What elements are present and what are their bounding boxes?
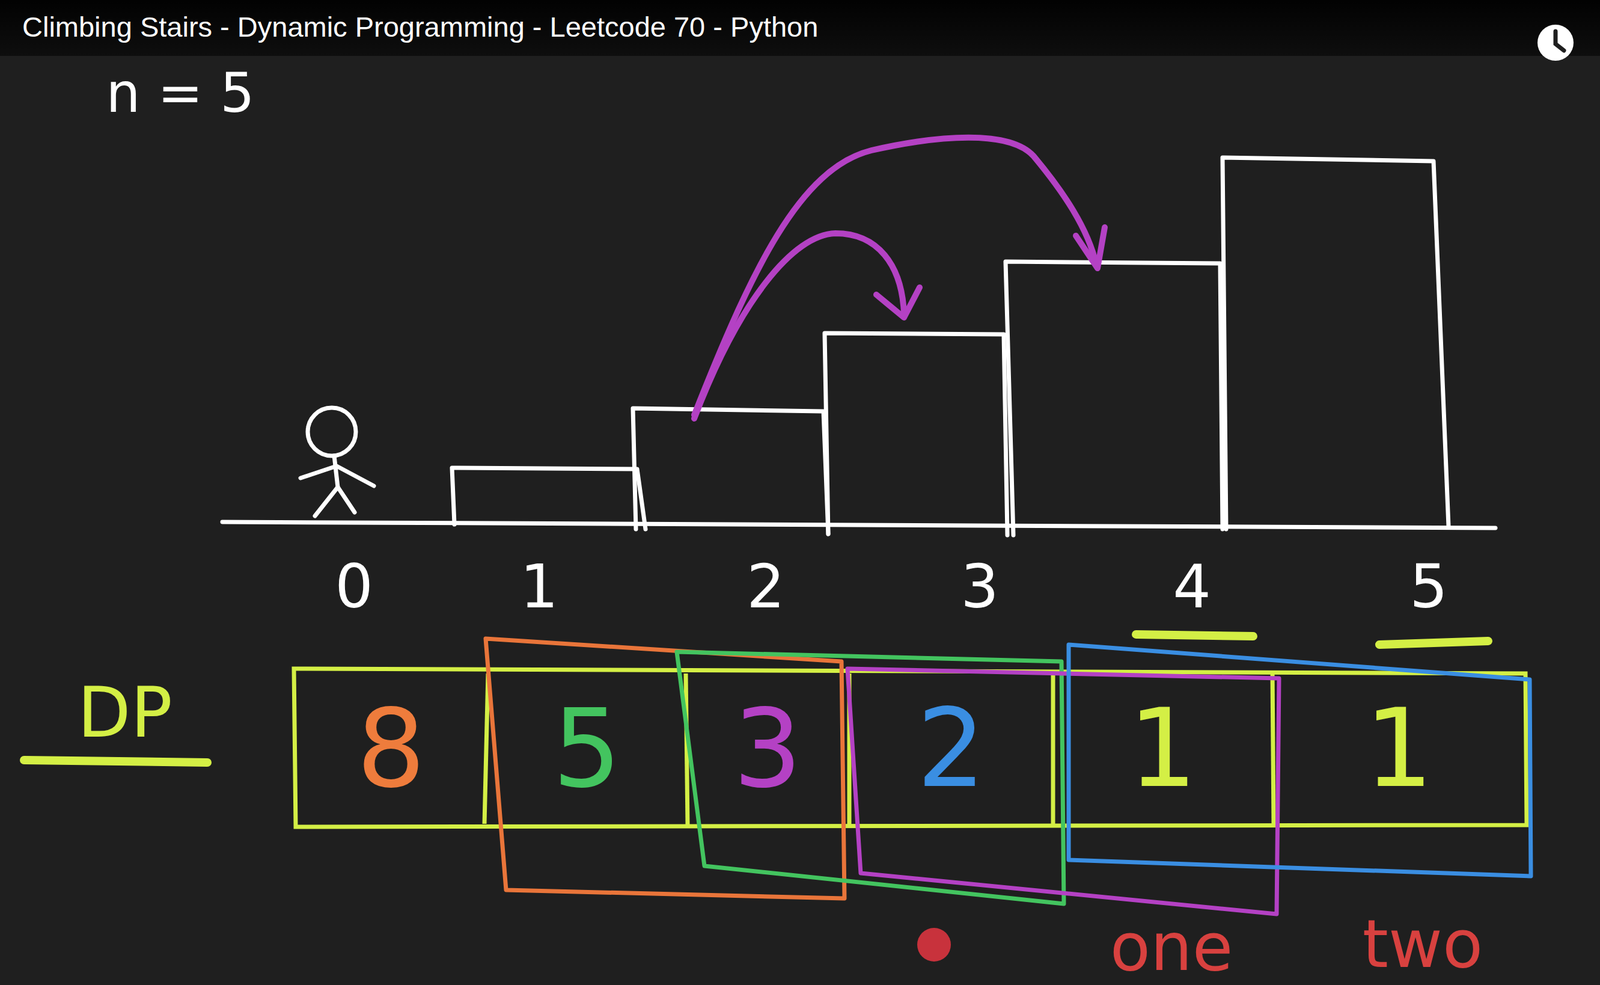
- stick-figure: [300, 407, 374, 516]
- problem-size: n = 5: [106, 66, 255, 121]
- dp-value: 1: [1128, 694, 1198, 803]
- title-bar: [0, 0, 1600, 56]
- video-title: Climbing Stairs - Dynamic Programming - …: [22, 10, 819, 44]
- dp-cell: 3: [685, 674, 850, 823]
- dp-value: 2: [916, 694, 986, 803]
- array-name: DP: [77, 677, 173, 748]
- dp-cell: 1: [1053, 674, 1273, 823]
- dp-value: 3: [733, 694, 803, 803]
- step-number: 2: [746, 556, 785, 617]
- variable-name: two: [1362, 910, 1483, 977]
- dp-value: 1: [1364, 694, 1434, 803]
- stairs: [222, 157, 1496, 535]
- step-number: 5: [1409, 556, 1448, 617]
- step-number: 3: [960, 556, 999, 617]
- dp-value: 8: [356, 694, 426, 803]
- jump-arrows: [694, 137, 1105, 419]
- dp-cell: 5: [488, 674, 686, 823]
- clock-icon: [1537, 24, 1574, 61]
- red-dot: [917, 927, 951, 962]
- variable-name: one: [1110, 913, 1234, 980]
- dp-cell: 8: [293, 674, 489, 823]
- step-number: 0: [334, 556, 374, 617]
- step-number: 1: [519, 556, 559, 617]
- dp-value: 5: [552, 694, 622, 803]
- dp-array: [293, 668, 1527, 827]
- step-number: 4: [1172, 556, 1212, 617]
- window-boxes: [485, 638, 1531, 914]
- dp-cell: 2: [849, 674, 1054, 823]
- dp-cell: 1: [1272, 674, 1526, 823]
